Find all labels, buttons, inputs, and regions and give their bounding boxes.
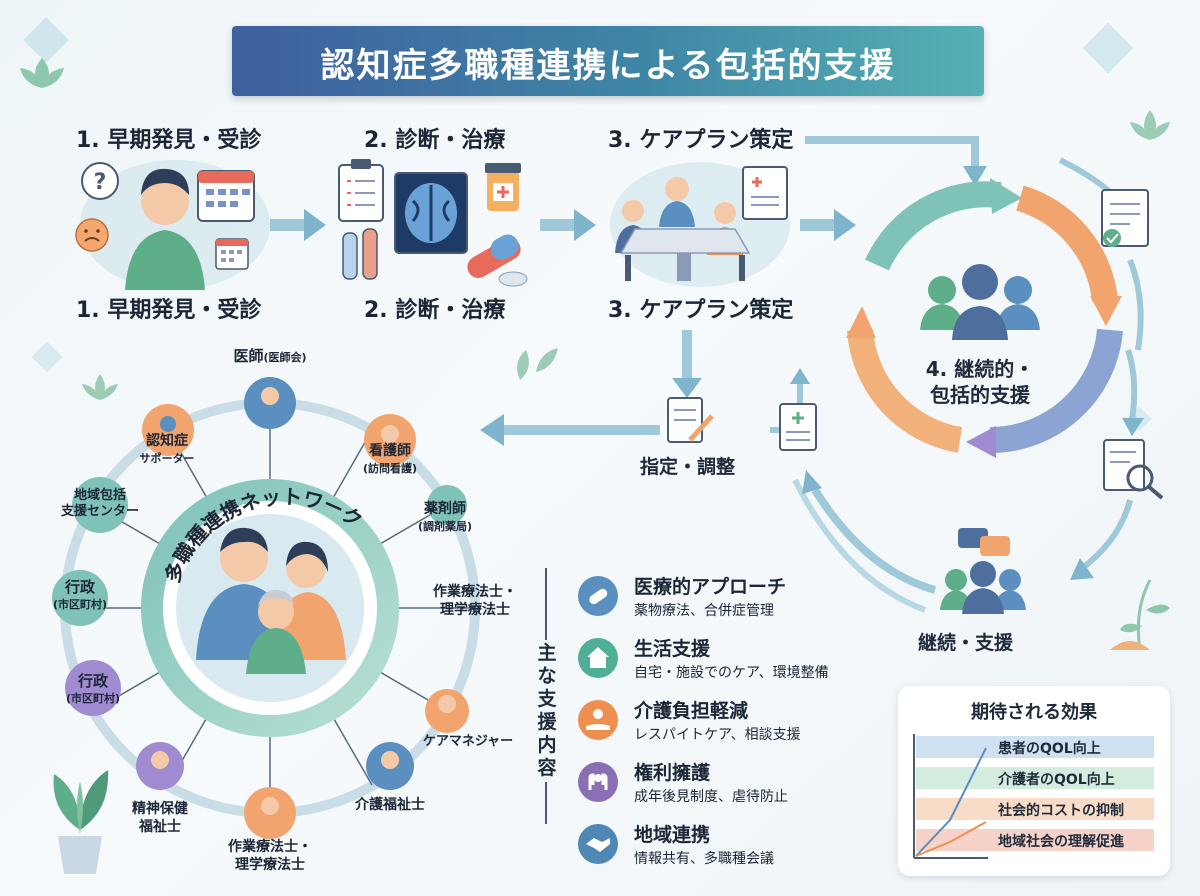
support-desc: レスパイトケア、相談支援 xyxy=(634,727,801,743)
group-people-icon xyxy=(920,264,1040,340)
step-2-bottom-label: 2. 診断・治療 xyxy=(364,298,506,323)
node-government-lower: 行政(市区町村) xyxy=(65,672,121,705)
family-icon xyxy=(196,527,346,674)
step-3-bottom-label: 3. ケアプラン策定 xyxy=(608,298,794,323)
medical-document-icon xyxy=(779,403,817,451)
step-1-bottom-label: 1. 早期発見・受診 xyxy=(76,298,262,323)
step-1-top-label: 1. 早期発見・受診 xyxy=(76,128,262,153)
effects-panel: 期待される効果 患者のQOL向上 介護者のQOL向上 社会的コストの抑制 地域社… xyxy=(898,686,1170,876)
node-doctor: 医師(医師会) xyxy=(233,347,307,365)
supports-heading: 主な支援内容 xyxy=(536,640,558,782)
checklist-document-icon xyxy=(1101,189,1149,247)
protect-hands-icon xyxy=(578,762,618,802)
small-calendar-icon xyxy=(215,238,249,270)
clipboard-icon xyxy=(338,159,384,222)
effect-row: 社会的コストの抑制 xyxy=(916,798,1154,820)
support-title: 介護負担軽減 xyxy=(634,700,749,722)
step-2-illustration xyxy=(338,159,528,287)
effect-row: 介護者のQOL向上 xyxy=(916,767,1154,789)
handshake-icon xyxy=(578,824,618,864)
step-3-illustration xyxy=(615,166,788,281)
support-desc: 自宅・施設でのケア、環境整備 xyxy=(634,665,829,681)
node-dementia-supporter: 認知症サポーター xyxy=(139,433,195,465)
support-desc: 薬物療法、合併症管理 xyxy=(634,603,774,619)
medicine-bottle-icon xyxy=(485,163,521,211)
support-title: 地域連携 xyxy=(634,824,711,846)
svg-text:多職種連携ネットワーク: 多職種連携ネットワーク xyxy=(160,484,367,585)
page-title: 認知症多職種連携による包括的支援 xyxy=(320,46,896,86)
cycle-label: 4. 継続的・ 包括的支援 xyxy=(918,356,1042,408)
title-banner: 認知症多職種連携による包括的支援 xyxy=(232,26,984,96)
support-title: 医療的アプローチ xyxy=(634,576,787,598)
support-title: 生活支援 xyxy=(634,638,711,660)
cycle-label-line-2: 包括的支援 xyxy=(930,383,1030,407)
pill-icon xyxy=(578,576,618,616)
network-title: 多職種連携ネットワーク xyxy=(160,484,367,585)
arrow-right-icon xyxy=(270,209,326,241)
step-2-top-label: 2. 診断・治療 xyxy=(364,128,506,153)
node-mental-health-worker: 精神保健福祉士 xyxy=(132,801,188,835)
node-care-manager: ケアマネジャー xyxy=(422,734,514,749)
network-diagram xyxy=(52,377,480,839)
edit-document-icon xyxy=(667,397,714,443)
magnifier-report-icon xyxy=(1103,439,1164,500)
brain-scan-icon xyxy=(394,172,468,254)
node-therapist-right: 作業療法士・理学療法士 xyxy=(433,584,517,618)
designation-label: 指定・調整 xyxy=(640,456,736,478)
step-1-illustration: ? xyxy=(75,162,255,290)
house-icon xyxy=(578,638,618,678)
node-pharmacist: 薬剤師(調剤薬局) xyxy=(417,501,473,533)
arrow-right-icon xyxy=(800,209,856,241)
care-document-icon xyxy=(742,166,788,220)
test-tube-icon xyxy=(342,228,378,280)
chat-people-icon xyxy=(940,528,1026,614)
effects-trend-lines xyxy=(913,734,988,859)
network-title-text: 多職種連携ネットワーク xyxy=(160,484,367,585)
effect-row: 患者のQOL向上 xyxy=(916,736,1154,758)
svg-text:?: ? xyxy=(94,170,107,195)
support-desc: 成年後見制度、虐待防止 xyxy=(634,789,788,805)
arrow-right-icon xyxy=(540,209,596,241)
pill-capsule-icon xyxy=(467,234,528,287)
effects-title: 期待される効果 xyxy=(971,702,1097,723)
node-nurse: 看護師(訪問看護) xyxy=(362,443,418,475)
helping-hand-icon xyxy=(578,700,618,740)
cycle-label-line-1: 4. 継続的・ xyxy=(925,357,1035,381)
continuation-label: 継続・支援 xyxy=(918,632,1014,654)
person-icon xyxy=(125,168,205,290)
support-title: 権利擁護 xyxy=(634,762,711,784)
node-government-upper: 行政(市区町村) xyxy=(52,578,108,611)
meeting-table-icon xyxy=(619,228,751,281)
effect-row: 地域社会の理解促進 xyxy=(916,829,1154,851)
person-avatar-icons xyxy=(151,387,456,815)
worried-face-icon xyxy=(75,218,109,252)
step-3-top-label: 3. ケアプラン策定 xyxy=(608,128,794,153)
calendar-icon xyxy=(197,170,255,222)
question-bubble-icon xyxy=(81,162,119,200)
leaf-icon xyxy=(20,58,64,88)
support-desc: 情報共有、多職種会議 xyxy=(634,851,774,867)
node-community-center: 地域包括支援センター xyxy=(60,488,139,519)
plant-decor-icon xyxy=(1110,579,1170,651)
potted-plant-icon xyxy=(53,770,109,874)
node-therapist-bottom: 作業療法士・理学療法士 xyxy=(228,839,312,873)
node-care-worker: 介護福祉士 xyxy=(355,797,425,813)
